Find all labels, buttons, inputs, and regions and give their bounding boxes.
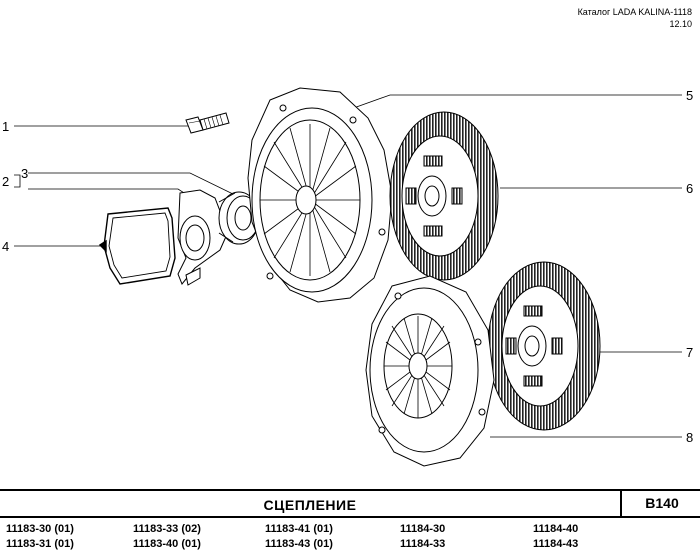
part-numbers-column: 11183-41 (01) 11183-43 (01) (265, 522, 333, 552)
bolt-part (185, 112, 230, 134)
catalog-title: Каталог LADA KALINA-1118 (577, 7, 692, 17)
part-numbers-column: 11183-33 (02) 11183-40 (01) (133, 522, 201, 552)
catalog-header: Каталог LADA KALINA-1118 12.10 (578, 6, 692, 30)
callout-2: 2 (2, 174, 9, 189)
footer-table: СЦЕПЛЕНИЕ B140 11183-30 (01) 11183-31 (0… (0, 489, 700, 558)
title-row: СЦЕПЛЕНИЕ B140 (0, 489, 700, 518)
pressure-plate-8 (365, 275, 495, 467)
part-numbers-column: 11183-30 (01) 11183-31 (01) (6, 522, 74, 552)
callout-5: 5 (686, 88, 693, 103)
part-number: 11184-43 (533, 538, 579, 550)
part-number: 11183-33 (02) (133, 523, 201, 535)
part-number: 11183-31 (01) (6, 538, 74, 550)
part-numbers-column: 11184-40 11184-43 (533, 522, 578, 552)
part-number: 11184-30 (400, 523, 446, 535)
gasket-part (98, 207, 176, 285)
part-number: 11184-33 (400, 538, 446, 550)
part-numbers-column: 11184-30 11184-33 (400, 522, 445, 552)
callout-7: 7 (686, 345, 693, 360)
callout-6: 6 (686, 181, 693, 196)
pressure-plate-5 (247, 87, 393, 303)
part-number: 11183-43 (01) (265, 538, 333, 550)
part-number: 11184-40 (533, 523, 579, 535)
section-title: СЦЕПЛЕНИЕ (263, 497, 357, 513)
callout-1: 1 (2, 119, 9, 134)
part-number: 11183-41 (01) (265, 523, 333, 535)
catalog-date: 12.10 (669, 19, 692, 29)
part-number: 11183-30 (01) (6, 523, 74, 535)
release-bearing-part (177, 189, 260, 286)
callout-4: 4 (2, 239, 9, 254)
callout-8: 8 (686, 430, 693, 445)
clutch-disc-7 (487, 261, 601, 431)
callout-3: 3 (21, 166, 28, 181)
section-code: B140 (620, 491, 700, 516)
clutch-exploded-diagram: 1 2 3 4 5 6 7 8 (2, 87, 693, 467)
callout-numbers: 1 2 3 4 5 6 7 8 (2, 88, 693, 445)
clutch-disc-6 (389, 111, 499, 281)
part-number: 11183-40 (01) (133, 538, 201, 550)
